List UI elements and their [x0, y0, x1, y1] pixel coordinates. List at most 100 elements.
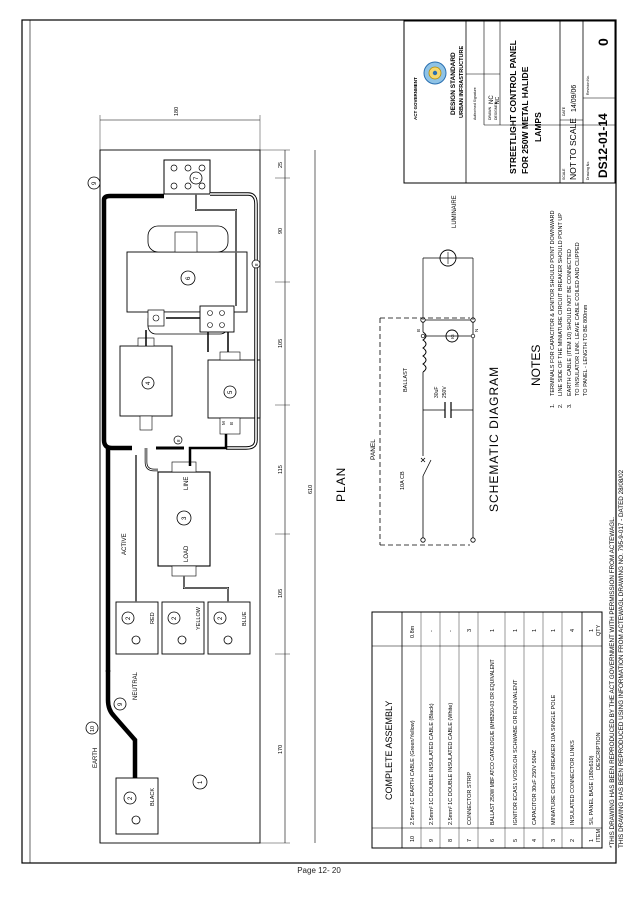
assembly-row-8-qty: - [448, 630, 454, 632]
balloon-9-neutral: 9 [118, 702, 124, 706]
dim-105-lower: 105 [278, 589, 284, 598]
standard-line-2: URBAN INFRASTRUCTURE [459, 46, 465, 118]
assembly-table [371, 611, 603, 849]
drawing-number: DS12-01-14 [596, 113, 610, 178]
assembly-row-10-qty: 0.8m [410, 625, 416, 638]
note-3-line-3: TO PANEL - LENGTH TO BE 800mm [583, 304, 589, 396]
title-line-1: STREETLIGHT CONTROL PANEL [508, 40, 518, 174]
red-label: RED [150, 612, 156, 624]
notes: NOTES 1. TERMINALS FOR CAPACITOR & IGNIT… [529, 210, 589, 408]
dim-90: 90 [278, 228, 284, 234]
dim-115: 115 [278, 465, 284, 474]
note-2-line-1: LINE SIDE OF THE MINIATURE CIRCUIT BREAK… [558, 213, 564, 396]
drawn-value: NC [489, 95, 495, 104]
assembly-row-8-desc: 2.5mm² 1C DOUBLE INSULATED CABLE (White) [448, 703, 454, 825]
ignitor-b-label: B [229, 422, 234, 425]
luminaire-lamp-symbol [439, 249, 457, 267]
assembly-row-2-item: 2 [570, 839, 576, 842]
assembly-row-5-desc: IGNITOR ECAS1 VOSSLOH SCHWABE OR EQUIVAL… [513, 679, 519, 825]
balloon-2-blue: 2 [218, 616, 224, 620]
assembly-row-4-qty: 1 [532, 629, 538, 632]
width-dimension: 180 [174, 107, 180, 116]
connector-link-blue [207, 601, 251, 655]
assembly-row-5-qty: 1 [513, 629, 519, 632]
balloon-9-top: 9 [92, 181, 98, 185]
balloon-5: 5 [228, 390, 234, 394]
balloon-2-black: 2 [128, 796, 134, 800]
terminal-n-label: N [474, 329, 479, 332]
luminaire-label: LUMINAIRE [452, 195, 458, 228]
footnote-line-2: THIS DRAWING HAS BEEN REPRODUCED USING I… [618, 469, 625, 848]
note-3-num: 3. [567, 403, 573, 408]
ignitor-m-label: M [221, 421, 226, 425]
title-line-2: FOR 250W METAL HALIDE [520, 66, 530, 174]
black-label: BLACK [150, 788, 156, 806]
balloon-10-earth: 10 [90, 726, 96, 732]
assembly-row-9-qty: - [429, 630, 435, 632]
earth-label: EARTH [93, 748, 99, 768]
ignitor-symbol [445, 329, 459, 343]
assembly-row-1-qty: 1 [589, 629, 595, 632]
assembly-col-item-label: ITEM [596, 828, 602, 842]
date-value: 14/09/06 [571, 85, 578, 112]
note-3-line-1: EARTH CABLE (ITEM 10) SHOULD NOT BE CONN… [567, 249, 573, 396]
balloon-1: 1 [198, 780, 204, 784]
balloon-7: 7 [194, 176, 200, 180]
balloon-6: 6 [186, 276, 192, 280]
balloon-3: 3 [182, 516, 188, 520]
assembly-row-2-qty: 4 [570, 629, 576, 632]
scale-value: NOT TO SCALE [568, 118, 578, 180]
revision-label: Revision No. [586, 75, 590, 95]
balloon-2-yellow: 2 [172, 616, 178, 620]
assembly-row-1-item: 1 [589, 839, 595, 842]
standard-line-1: DESIGN STANDARD [450, 52, 457, 115]
date-label: DATE [562, 106, 566, 116]
assembly-col-desc-label: DESCRIPTION [596, 732, 602, 770]
drawing-no-label: Drawing No. [586, 161, 590, 180]
yellow-label: YELLOW [196, 606, 202, 630]
assembly-row-10-desc: 2.5mm² 1C EARTH CABLE (Green/Yellow) [410, 720, 416, 825]
dim-105-upper: 105 [278, 339, 284, 348]
drawn-label: DRAWN [488, 106, 492, 120]
assembly-row-6-item: 6 [490, 839, 496, 842]
breaker-line-label: LINE [184, 477, 190, 490]
blue-label: BLUE [242, 611, 248, 626]
scale-label: SCALE [562, 168, 566, 180]
connector-strip-mid [199, 305, 235, 333]
assembly-row-1-desc: S/L PANEL BASE (180x610) [589, 755, 595, 825]
assembly-row-9-item: 9 [429, 839, 435, 842]
capacitor-value-line-1: 30uF [434, 387, 440, 398]
active-label: ACTIVE [122, 533, 128, 555]
balloon-2-red: 2 [126, 616, 132, 620]
assembly-row-7-item: 7 [467, 839, 473, 842]
assembly-row-7-desc: CONNECTOR STRIP [467, 772, 473, 825]
assembly-row-4-desc: CAPACITOR 30uF 250V 50HZ [532, 749, 538, 825]
panel-label: PANEL [370, 439, 377, 460]
item-balloons [85, 171, 261, 805]
assembly-row-9-desc: 2.5mm² 1C DOUBLE INSULATED CABLE (Black) [429, 703, 435, 825]
assembly-row-6-desc: BALLAST 250W MBF ATCO CATALOGUE (MHB250-… [490, 659, 496, 825]
agency-name: ACT GOVERNMENT [413, 77, 418, 120]
terminal-b-label: B [416, 329, 421, 332]
breaker-load-label: LOAD [184, 545, 190, 562]
black-cable-9 [101, 200, 132, 451]
assembly-row-7-qty: 3 [467, 629, 473, 632]
designed-value: NC [495, 96, 501, 104]
assembly-row-2-desc: INSULATED CONNECTOR LINKS [570, 740, 576, 825]
neutral-label: NEUTRAL [133, 671, 139, 700]
connector-link-red [115, 601, 159, 655]
note-2-num: 2. [558, 403, 564, 408]
revision-number: 0 [595, 38, 611, 46]
balloon-8-right: 8 [254, 263, 259, 266]
ballast-coil [422, 331, 427, 373]
ignitor-number: IG [450, 334, 455, 339]
note-1-line-1: TERMINALS FOR CAPACITOR & IGNITOR SHOULD… [550, 210, 556, 396]
balloon-4: 4 [146, 381, 152, 385]
schematic-diagram [379, 249, 476, 546]
overall-dimension: 610 [308, 485, 314, 494]
footnote-line-1: *THIS DRAWING HAS BEEN REPRODUCED BY THE… [609, 516, 616, 848]
assembly-col-qty-label: QTY [596, 624, 602, 636]
notes-heading: NOTES [529, 345, 543, 386]
assembly-row-4-item: 4 [532, 839, 538, 842]
